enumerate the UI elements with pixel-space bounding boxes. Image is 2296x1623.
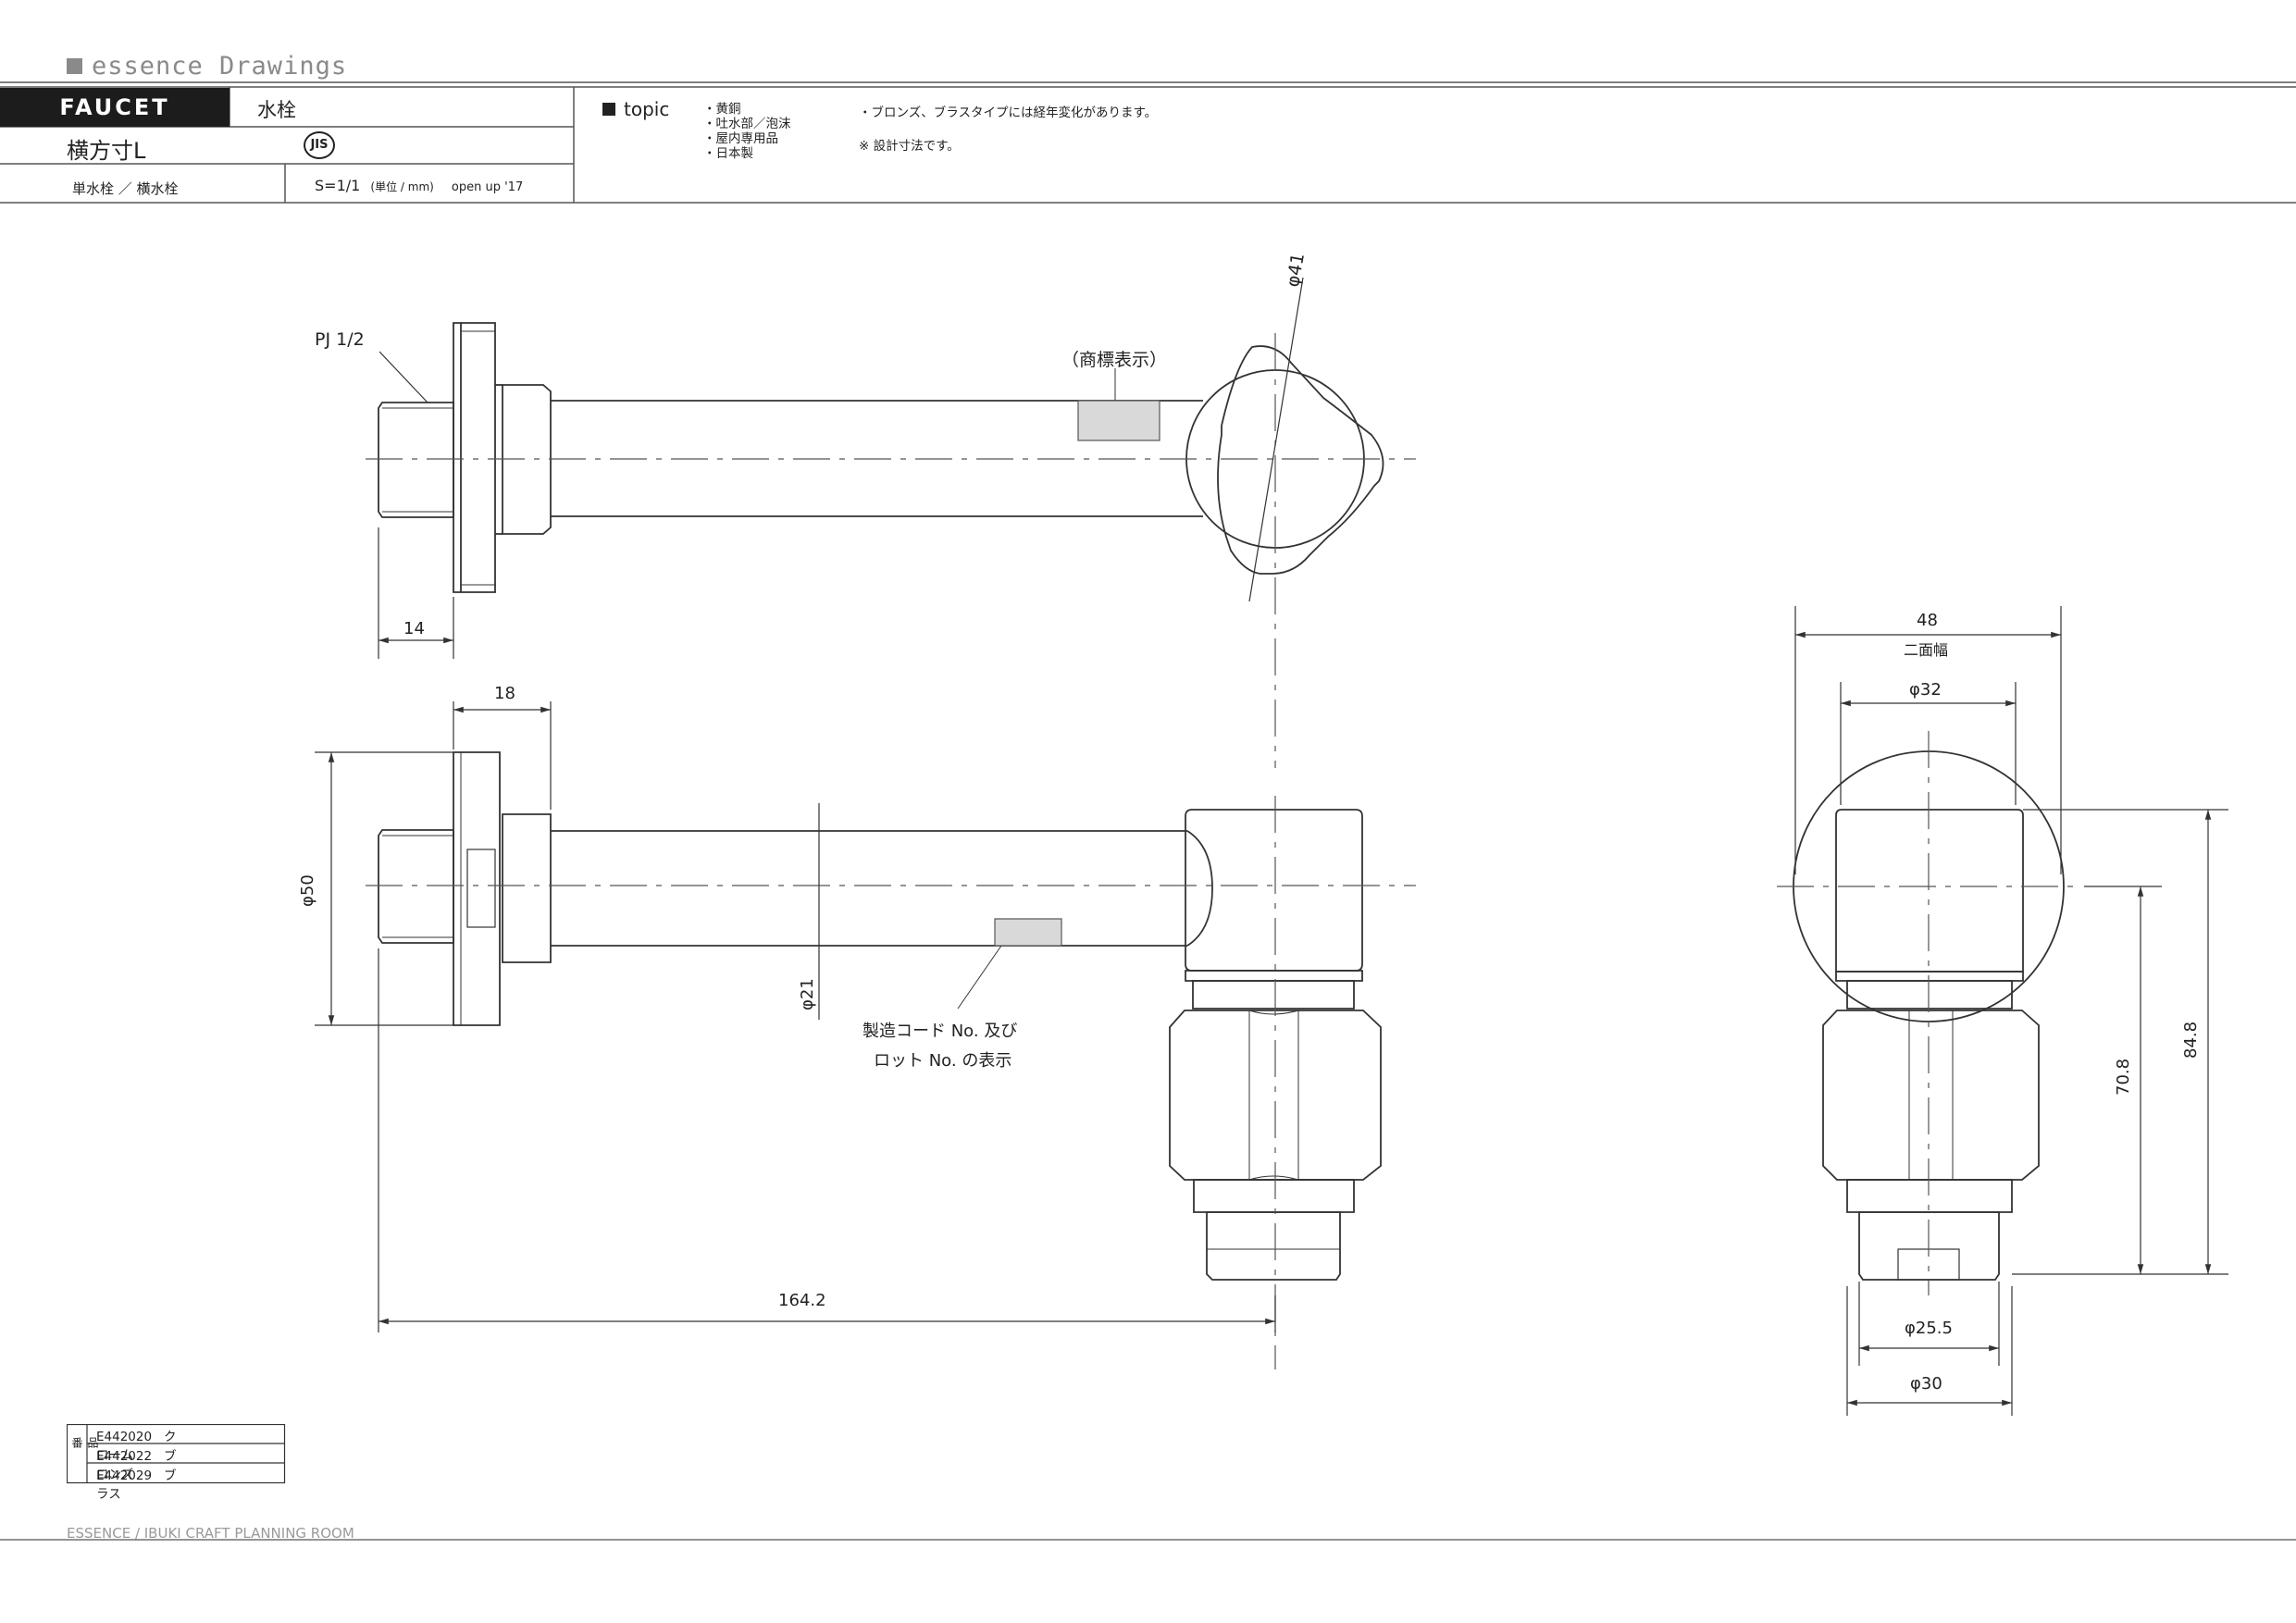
scale: S=1/1 <box>315 177 361 194</box>
code: E442029 <box>96 1468 153 1483</box>
dim-hex-note: 二面幅 <box>1904 641 1949 659</box>
dim-nut-dia: φ30 <box>1910 1374 1942 1394</box>
top-view <box>378 322 1384 593</box>
dim-height-b: 84.8 <box>2181 1021 2201 1059</box>
front-view <box>378 751 1382 1281</box>
code-side-label: 品番 <box>70 1437 99 1448</box>
topic-square-icon <box>602 103 615 116</box>
release: open up '17 <box>451 180 524 194</box>
code-label-2: ロット No. の表示 <box>874 1051 1012 1071</box>
dim-total-len: 164.2 <box>778 1291 826 1310</box>
dim-flange-dia: φ50 <box>298 874 317 907</box>
dim-thread <box>378 527 454 659</box>
topic-heading-text: topic <box>624 98 670 120</box>
code-table-grid <box>67 1424 286 1484</box>
dim-thread-len: 14 <box>403 619 425 638</box>
code: E442020 <box>96 1430 153 1444</box>
trademark-label: （商標表示） <box>1061 350 1168 370</box>
finish: クローム <box>96 1430 177 1463</box>
brand-square-icon <box>67 58 82 74</box>
brand-text: essence Drawings <box>92 52 348 81</box>
dim-body-dia: φ32 <box>1909 680 1942 700</box>
topic-note-2: ※ 設計寸法です。 <box>859 139 960 154</box>
category-en: FAUCET <box>0 88 230 127</box>
code-row: E442020 クローム <box>96 1426 176 1463</box>
model-name: 横方寸L <box>67 138 146 164</box>
topic-note-1: ・ブロンズ、ブラスタイプには経年変化があります。 <box>859 105 1158 120</box>
jis-mark-icon: JIS <box>304 131 335 159</box>
unit: (単位 / mm) <box>370 180 434 193</box>
finish: ブラス <box>96 1468 177 1502</box>
category-jp: 水栓 <box>257 99 296 121</box>
dim-flange-len: 18 <box>494 684 515 703</box>
dim-hex-width: 48 <box>1917 611 1938 630</box>
dim-pipe-dia: φ21 <box>798 978 817 1010</box>
footer-credit: ESSENCE / IBUKI CRAFT PLANNING ROOM <box>67 1525 354 1542</box>
brand-title: essence Drawings <box>67 52 347 81</box>
spec-line: ・日本製 <box>703 146 753 161</box>
finish: ブロンズ <box>96 1449 177 1482</box>
dim-outlet-dia: φ25.5 <box>1905 1319 1953 1338</box>
scale-info: S=1/1 (単位 / mm) open up '17 <box>315 177 523 194</box>
code-label-1: 製造コード No. 及び <box>863 1022 1018 1041</box>
topic-specs: ・黄銅 ・吐水部／泡沫 ・屋内専用品 ・日本製 <box>703 102 791 161</box>
side-view <box>1793 750 2065 1281</box>
code-row: E442022 ブロンズ <box>96 1445 176 1482</box>
spec-line: ・吐水部／泡沫 <box>703 117 791 131</box>
dim-height-a: 70.8 <box>2114 1058 2133 1096</box>
topic-heading: topic <box>602 98 669 120</box>
spec-line: ・黄銅 <box>703 102 741 117</box>
faucet-type: 単水栓 ／ 横水栓 <box>72 180 179 197</box>
code-row: E442029 ブラス <box>96 1465 176 1502</box>
code: E442022 <box>96 1449 153 1464</box>
thread-label: PJ 1/2 <box>315 329 365 350</box>
spec-line: ・屋内専用品 <box>703 131 778 146</box>
